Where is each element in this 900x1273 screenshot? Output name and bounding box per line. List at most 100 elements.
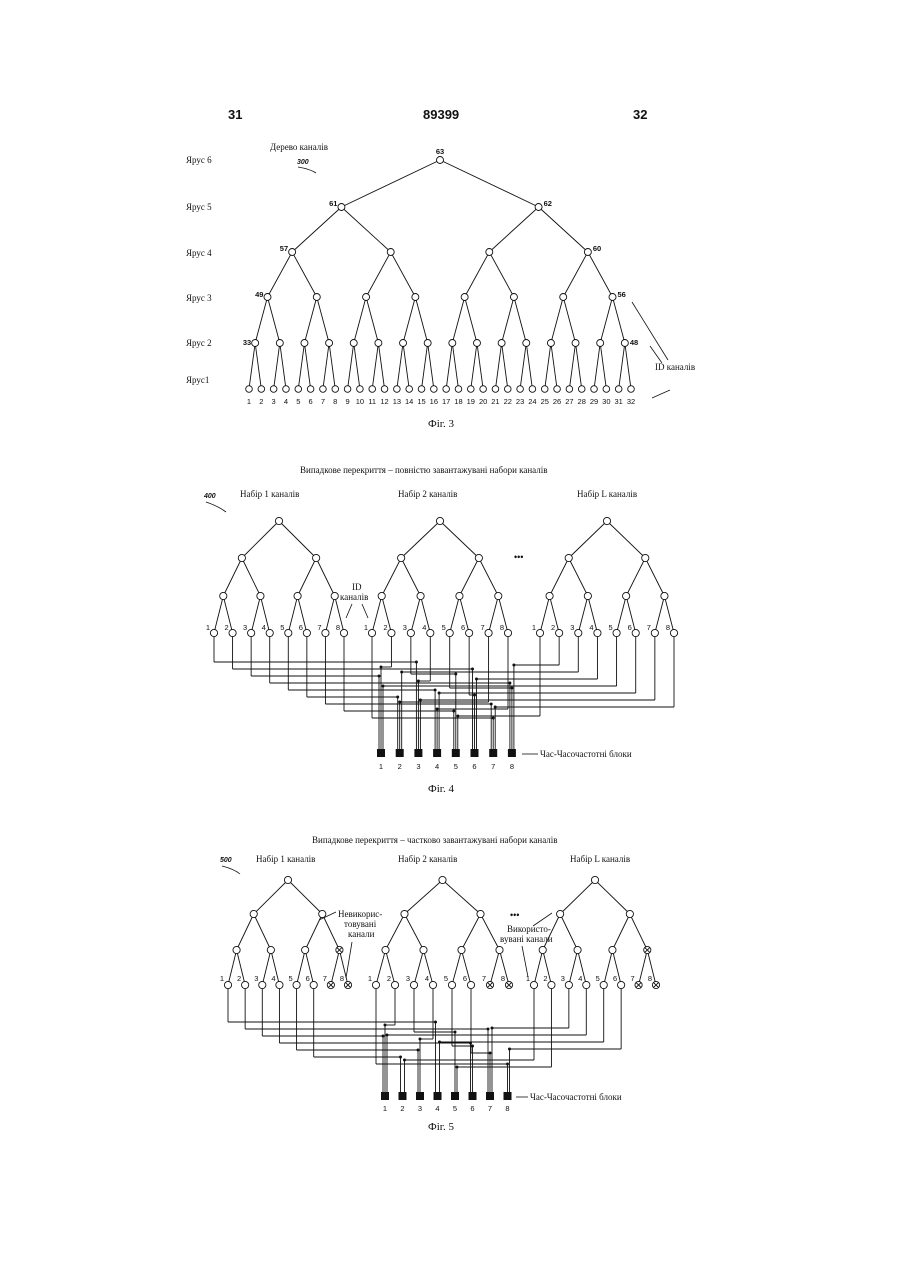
fig3-leaf-label: 19 xyxy=(467,397,475,406)
fig5-junction xyxy=(438,1041,441,1044)
fig3-node xyxy=(406,386,413,393)
fig5-tree3-node xyxy=(539,946,546,953)
fig4-tree1-edge xyxy=(288,596,297,633)
fig3-title: Дерево каналів xyxy=(270,142,328,152)
fig3-node xyxy=(554,386,561,393)
fig3-leaf-label: 6 xyxy=(309,397,313,406)
fig5-used-label-2: вувані канали xyxy=(500,934,553,944)
fig3-edge xyxy=(477,343,483,389)
fig3-node xyxy=(473,340,480,347)
fig4-tree2-leaf-label: 3 xyxy=(403,623,407,632)
fig3-node xyxy=(301,340,308,347)
fig3-edge xyxy=(594,343,600,389)
fig5-tree1-leaf-label: 6 xyxy=(306,974,310,983)
fig4-tree1-edge xyxy=(279,521,316,558)
fig4-junction xyxy=(419,699,422,702)
fig4-block xyxy=(452,749,460,757)
fig5-junction xyxy=(456,1066,459,1069)
fig3-node xyxy=(344,386,351,393)
fig3-node xyxy=(307,386,314,393)
fig3-edge xyxy=(323,343,329,389)
fig3-edge xyxy=(465,252,490,297)
fig4-tree1-node xyxy=(266,629,273,636)
fig5-tree2-node xyxy=(391,981,398,988)
fig5-tree3-edge xyxy=(630,914,647,950)
fig4-set1-title: Набір 1 каналів xyxy=(240,489,299,499)
fig3-leaf-label: 26 xyxy=(553,397,561,406)
fig3-node xyxy=(492,386,499,393)
fig5-tree1-edge xyxy=(305,914,322,950)
fig3-edge xyxy=(613,297,625,343)
fig3-node-label: 33 xyxy=(243,338,251,347)
fig3-edge xyxy=(292,207,341,252)
fig4-tree3-node xyxy=(642,554,649,561)
fig3-node xyxy=(523,340,530,347)
fig3-id-arrow-2 xyxy=(650,346,662,363)
fig5-tree1-edge xyxy=(262,950,271,985)
fig3-edge xyxy=(600,297,612,343)
fig3-node xyxy=(369,386,376,393)
fig5-tree1-leaf-label: 7 xyxy=(323,974,327,983)
fig3-edge xyxy=(551,343,557,389)
fig4-tree3-node xyxy=(556,629,563,636)
fig3-tier-label: Ярус 2 xyxy=(186,338,212,348)
fig4-junction xyxy=(473,694,476,697)
fig3-edge xyxy=(502,297,514,343)
fig3-edge xyxy=(471,343,477,389)
fig5-block-label: 6 xyxy=(470,1104,474,1113)
fig3-id-label: ID каналів xyxy=(655,362,695,372)
fig4-block xyxy=(414,749,422,757)
fig4-block xyxy=(377,749,385,757)
fig3-node xyxy=(424,340,431,347)
fig5-tree1-node xyxy=(293,981,300,988)
fig4-junction xyxy=(454,673,457,676)
fig5-unused-label-3: канали xyxy=(348,929,375,939)
fig4-tree3-edge xyxy=(607,521,645,558)
fig5-tree1-edge xyxy=(331,950,340,985)
fig3-edge xyxy=(354,297,366,343)
fig3-edge xyxy=(489,252,514,297)
fig5-block-label: 8 xyxy=(505,1104,509,1113)
fig3-edge xyxy=(514,297,526,343)
fig3-node xyxy=(455,386,462,393)
figure-5-partial-sets: Випадкове перекриття – частково завантаж… xyxy=(220,835,660,1133)
fig3-edge xyxy=(569,343,575,389)
fig3-leaf-label: 21 xyxy=(491,397,499,406)
fig4-ellipsis: ••• xyxy=(514,552,523,562)
fig4-junction xyxy=(508,682,511,685)
fig5-setL-title: Набір L каналів xyxy=(570,854,630,864)
fig3-edge xyxy=(372,343,378,389)
fig5-tree1-edge xyxy=(237,914,254,950)
fig3-edge xyxy=(619,343,625,389)
fig3-ref: 300 xyxy=(297,159,309,166)
fig3-leaf-label: 14 xyxy=(405,397,413,406)
fig4-block-label: 8 xyxy=(510,762,514,771)
fig3-edge xyxy=(415,297,427,343)
fig3-edge xyxy=(526,343,532,389)
fig5-junction xyxy=(491,1027,494,1030)
fig4-tree1-node xyxy=(248,629,255,636)
fig5-tree2-node xyxy=(439,876,446,883)
fig3-leaf-label: 8 xyxy=(333,397,337,406)
fig4-tree2-node xyxy=(504,629,511,636)
fig3-leaf-label: 9 xyxy=(345,397,349,406)
fig5-tree2-node xyxy=(420,946,427,953)
fig3-edge xyxy=(391,252,416,297)
fig3-edge xyxy=(576,343,582,389)
fig5-tree1-leaf-label: 1 xyxy=(220,974,224,983)
fig4-junction xyxy=(492,717,495,720)
fig3-leaf-label: 31 xyxy=(615,397,623,406)
fig4-tree2-edge xyxy=(459,558,478,596)
fig5-junction xyxy=(508,1048,511,1051)
fig3-edge xyxy=(255,297,267,343)
fig3-node xyxy=(326,340,333,347)
fig3-node-label: 49 xyxy=(255,290,263,299)
fig5-ellipsis: ••• xyxy=(510,910,519,920)
fig4-block xyxy=(396,749,404,757)
fig4-junction xyxy=(378,675,381,678)
fig3-node xyxy=(400,340,407,347)
fig4-tree1-leaf-label: 6 xyxy=(299,623,303,632)
fig3-node xyxy=(283,386,290,393)
fig5-tree3-edge xyxy=(534,950,543,985)
